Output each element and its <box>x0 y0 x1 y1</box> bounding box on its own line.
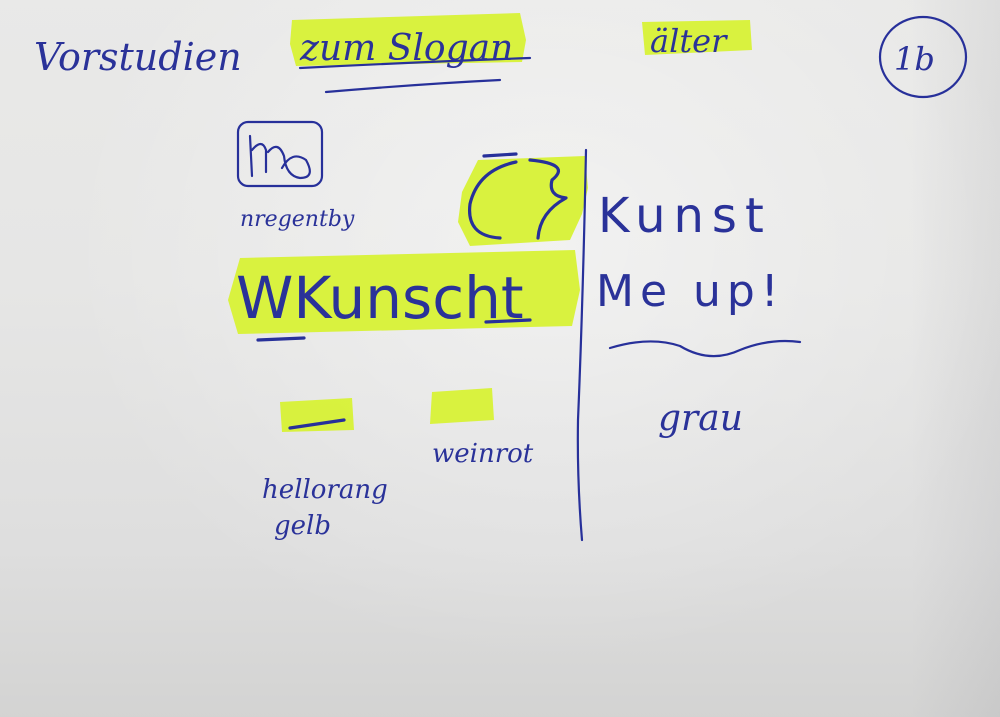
sketch-box <box>236 120 324 188</box>
swatch-weinrot <box>430 388 494 424</box>
title-highlighted-text: zum Slogan <box>299 28 513 69</box>
logo-mark-dash <box>482 152 518 158</box>
logo-mark-left-curve <box>467 160 518 240</box>
logo-mark-right-curve <box>528 158 568 240</box>
highlight-top-tag <box>642 20 752 55</box>
title-underline-2 <box>324 78 502 94</box>
swatch-left-label-2: gelb <box>274 511 331 541</box>
sketch-scribble <box>248 134 311 180</box>
top-tag-text: älter <box>650 22 728 60</box>
left-word-underline-2 <box>484 318 532 324</box>
swatch-left-label-1: hellorang <box>262 475 388 505</box>
swatch-hellorang <box>280 398 354 432</box>
swatch-right-label: weinrot <box>432 439 534 469</box>
page-number-text: 1b <box>894 40 935 78</box>
left-word-underline-1 <box>256 336 306 342</box>
paper-shadow <box>910 0 1000 717</box>
title-underline-1 <box>298 56 532 70</box>
sketch-caption-text: nregentby <box>240 207 355 232</box>
title-prefix-text: Vorstudien <box>34 35 242 79</box>
highlight-title <box>290 13 526 66</box>
left-word-text: WKunscht <box>236 264 524 332</box>
right-color-label: grau <box>658 398 743 439</box>
right-line-2-text: Me up! <box>596 266 784 317</box>
wavy-line <box>608 339 802 358</box>
vertical-divider <box>576 148 588 542</box>
page-number-circle <box>878 15 968 99</box>
swatch-dash <box>288 418 346 430</box>
highlight-left-word <box>228 250 580 334</box>
right-line-1-text: Kunst <box>598 188 772 244</box>
